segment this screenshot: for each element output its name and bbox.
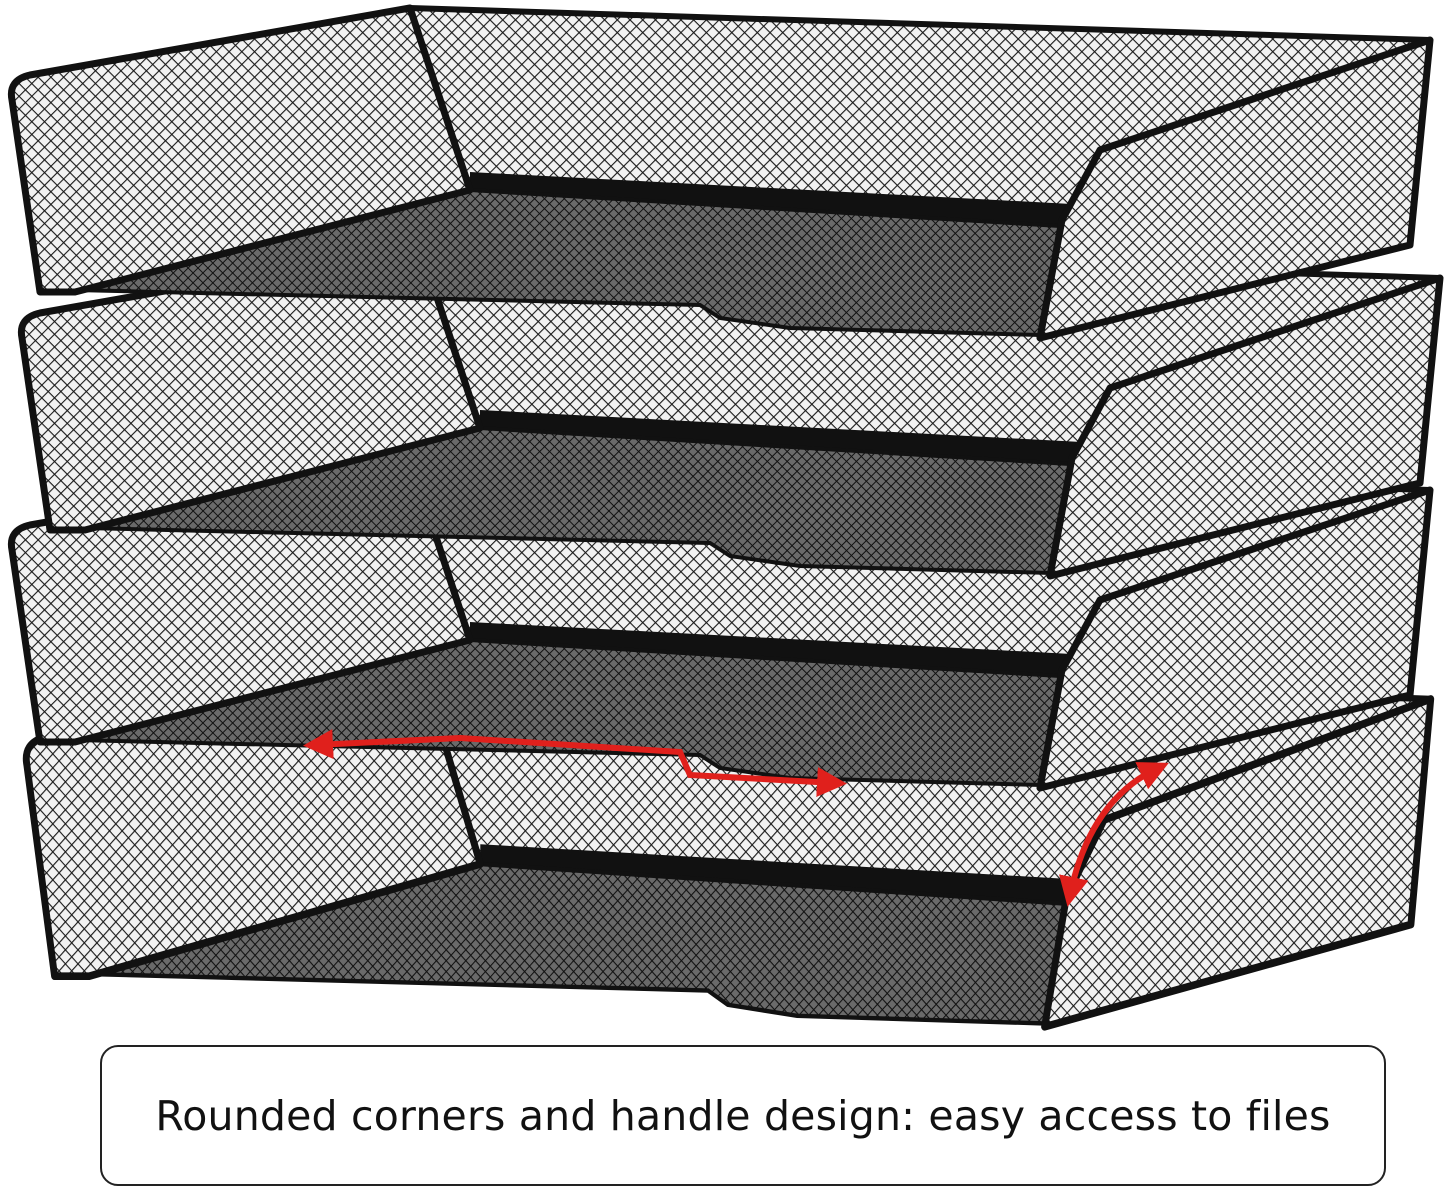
mesh-tray-stack-image xyxy=(0,0,1445,1040)
caption-text: Rounded corners and handle design: easy … xyxy=(155,1091,1331,1140)
caption-box: Rounded corners and handle design: easy … xyxy=(100,1045,1386,1186)
tray-1 xyxy=(11,8,1430,338)
red-arrow-corner xyxy=(1059,762,1169,907)
red-arrow-handle xyxy=(303,729,847,797)
